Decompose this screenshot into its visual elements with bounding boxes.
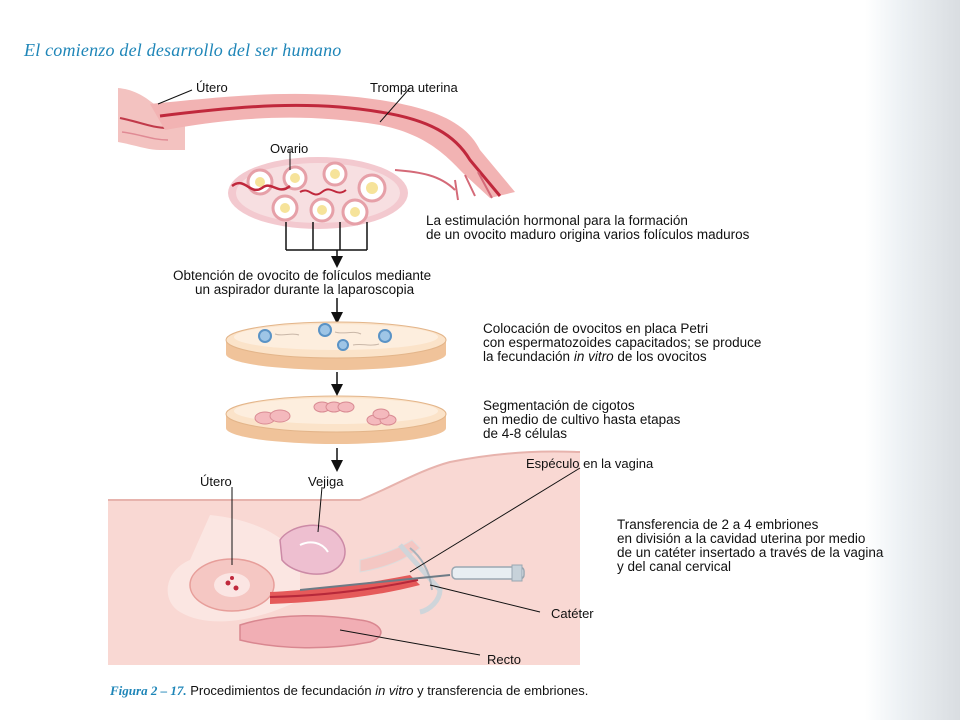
step-stimulation: La estimulación hormonal para la formaci… (426, 214, 749, 242)
aspiration-connector (285, 222, 368, 268)
ovary (228, 157, 408, 229)
leader-lines (157, 87, 581, 656)
petri-dish-fertilization (225, 321, 447, 370)
label-trompa-uterina: Trompa uterina (370, 80, 458, 95)
label-utero-bottom: Útero (200, 474, 232, 489)
caption-post: y transferencia de embriones. (413, 683, 589, 698)
step-transfer-line-4: y del canal cervical (617, 559, 732, 574)
page-header: El comienzo del desarrollo del ser human… (24, 40, 342, 60)
step-segmentation-line-3: de 4-8 células (483, 426, 568, 441)
step-transfer-line-2: en división a la cavidad uterina por med… (617, 531, 866, 546)
step-petri-line-2: con espermatozoides capacitados; se prod… (483, 335, 762, 350)
step-petri-line-3-pre: la fecundación (483, 349, 574, 364)
step-transfer: Transferencia de 2 a 4 embriones en divi… (617, 518, 883, 574)
step-stimulation-line-1: La estimulación hormonal para la formaci… (426, 213, 688, 228)
caption-pre: Procedimientos de fecundación (186, 683, 376, 698)
label-especulo: Espéculo en la vagina (526, 456, 654, 471)
step-aspiration: Obtención de ovocito de folículos median… (173, 269, 431, 297)
step-petri-in-vitro: in vitro (573, 349, 614, 364)
page-edge-shadow (865, 0, 960, 720)
step-segmentation-line-2: en medio de cultivo hasta etapas (483, 412, 681, 427)
step-petri-line-1: Colocación de ovocitos en placa Petri (483, 321, 709, 336)
step-segmentation: Segmentación de cigotos en medio de cult… (483, 399, 680, 441)
fallopian-tube (150, 93, 515, 201)
step-petri-line-3-post: de los ovocitos (613, 349, 707, 364)
step-petri-line-3: la fecundación in vitro de los ovocitos (483, 350, 761, 364)
step-segmentation-line-1: Segmentación de cigotos (483, 398, 635, 413)
caption-in-vitro: in vitro (375, 683, 414, 698)
label-utero-top: Útero (196, 80, 228, 95)
step-aspiration-line-1: Obtención de ovocito de folículos median… (173, 268, 432, 283)
step-aspiration-line-2: un aspirador durante la laparoscopia (195, 282, 415, 297)
label-cateter: Catéter (551, 606, 594, 621)
label-recto: Recto (487, 652, 521, 667)
step-petri: Colocación de ovocitos en placa Petri co… (483, 322, 761, 364)
label-ovario: Ovario (270, 141, 309, 156)
figure-number: Figura 2 – 17. (110, 683, 187, 698)
label-vejiga: Vejiga (308, 474, 344, 489)
petri-dish-segmentation (225, 395, 447, 444)
step-stimulation-line-2: de un ovocito maduro origina varios folí… (426, 227, 750, 242)
step-transfer-line-3: de un catéter insertado a través de la v… (617, 545, 884, 560)
figure-caption: Figura 2 – 17. Procedimientos de fecunda… (110, 683, 588, 699)
pelvic-cross-section (108, 450, 581, 665)
step-transfer-line-1: Transferencia de 2 a 4 embriones (617, 517, 819, 532)
